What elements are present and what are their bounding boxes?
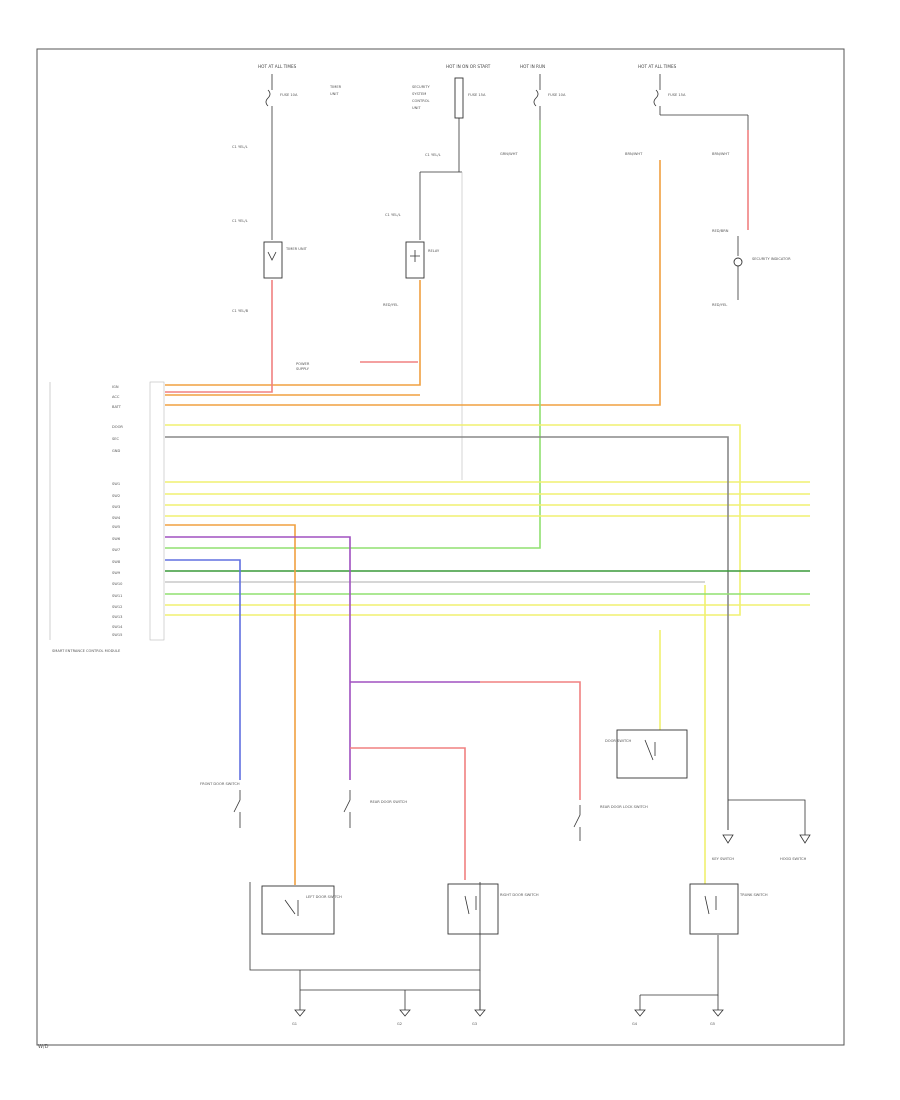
left-door-switch-label: LEFT DOOR SWITCH xyxy=(306,895,342,899)
ground-g3: G3 xyxy=(472,1009,486,1026)
front-door-switch-label: FRONT DOOR SWITCH xyxy=(200,782,240,786)
front-door-switch: FRONT DOOR SWITCH xyxy=(200,782,241,828)
svg-text:SW13: SW13 xyxy=(112,615,122,619)
svg-text:G1: G1 xyxy=(292,1022,297,1026)
fuse-label-4: FUSE 15A xyxy=(668,93,686,97)
svg-text:C1 YEL/L: C1 YEL/L xyxy=(232,145,248,149)
svg-text:TIMER: TIMER xyxy=(329,85,342,89)
svg-text:C1 YEL/B: C1 YEL/B xyxy=(232,309,249,313)
svg-text:POWER: POWER xyxy=(296,362,310,366)
security-indicator: RED/BRN SECURITY INDICATOR RED/YEL xyxy=(712,229,791,307)
svg-text:GND: GND xyxy=(112,449,120,453)
top-supply-1: HOT AT ALL TIMES FUSE 10A C1 YEL/L C1 YE… xyxy=(232,64,342,240)
timer-unit-label: TIMER UNIT xyxy=(285,247,308,251)
svg-text:C1 YEL/L: C1 YEL/L xyxy=(425,153,441,157)
page-footer: W/D xyxy=(38,1044,49,1050)
svg-text:BATT: BATT xyxy=(112,405,122,409)
svg-text:SW9: SW9 xyxy=(112,571,121,575)
svg-text:SUPPLY: SUPPLY xyxy=(296,367,310,371)
hood-switch-label: HOOD SWITCH xyxy=(780,857,807,861)
svg-text:ACC: ACC xyxy=(112,395,120,399)
svg-text:SW2: SW2 xyxy=(112,494,120,498)
door-switch-label: DOOR SWITCH xyxy=(605,739,631,743)
svg-text:BRN/WHT: BRN/WHT xyxy=(625,152,643,156)
svg-text:SW4: SW4 xyxy=(112,516,121,520)
svg-text:SW7: SW7 xyxy=(112,548,120,552)
supply-label-4: HOT AT ALL TIMES xyxy=(638,64,677,69)
svg-text:RED/YEL: RED/YEL xyxy=(383,303,398,307)
svg-text:RED/BRN: RED/BRN xyxy=(712,229,729,233)
ground-g4: G4 xyxy=(632,1009,646,1026)
svg-text:DOOR: DOOR xyxy=(112,425,123,429)
svg-text:UNIT: UNIT xyxy=(412,106,421,110)
key-switch-label: KEY SWITCH xyxy=(712,857,734,861)
svg-text:C1 YEL/L: C1 YEL/L xyxy=(232,219,248,223)
svg-text:C1 YEL/L: C1 YEL/L xyxy=(385,213,401,217)
svg-text:SW14: SW14 xyxy=(112,625,123,629)
supply-label-3: HOT IN RUN xyxy=(520,64,545,69)
top-supply-4: HOT AT ALL TIMES FUSE 15A BRN/WHT BRN/WH… xyxy=(625,64,749,156)
svg-text:SW8: SW8 xyxy=(112,560,121,564)
fuse-label-3: FUSE 10A xyxy=(548,93,566,97)
timer-unit: TIMER UNIT C1 YEL/B xyxy=(232,241,308,313)
svg-text:G4: G4 xyxy=(632,1022,638,1026)
svg-text:BRN/WHT: BRN/WHT xyxy=(712,152,730,156)
fuse-label-2: FUSE 15A xyxy=(468,93,486,97)
svg-text:SECURITY: SECURITY xyxy=(412,85,430,89)
hood-switch: HOOD SWITCH xyxy=(780,857,807,861)
svg-text:SW10: SW10 xyxy=(112,582,123,586)
svg-text:SW15: SW15 xyxy=(112,633,122,637)
svg-text:G3: G3 xyxy=(472,1022,477,1026)
fuse-label-1: FUSE 10A xyxy=(280,93,298,97)
svg-text:SW1: SW1 xyxy=(112,482,120,486)
right-door-switch: RIGHT DOOR SWITCH xyxy=(447,883,539,935)
rear-door-lock-switch: REAR DOOR LOCK SWITCH xyxy=(573,805,648,841)
right-door-switch-label: RIGHT DOOR SWITCH xyxy=(500,893,539,897)
svg-text:IGN: IGN xyxy=(112,385,119,389)
supply-label-1: HOT AT ALL TIMES xyxy=(258,64,297,69)
svg-text:GRN/WHT: GRN/WHT xyxy=(500,152,518,156)
security-indicator-label: SECURITY INDICATOR xyxy=(752,257,791,261)
svg-text:SYSTEM: SYSTEM xyxy=(412,92,426,96)
svg-text:G2: G2 xyxy=(397,1022,402,1026)
svg-text:G5: G5 xyxy=(710,1022,715,1026)
door-switch: DOOR SWITCH xyxy=(605,729,688,779)
svg-text:SW12: SW12 xyxy=(112,605,122,609)
top-supply-3: HOT IN RUN FUSE 10A GRN/WHT xyxy=(500,64,566,156)
trunk-switch-label: TRUNK SWITCH xyxy=(739,893,768,897)
svg-text:RED/YEL: RED/YEL xyxy=(712,303,727,307)
ground-g1: G1 xyxy=(292,1009,306,1026)
rear-door-switch: REAR DOOR SWITCH xyxy=(343,790,407,828)
ground-g5: G5 xyxy=(710,1009,724,1026)
relay-label: RELAY xyxy=(428,249,440,253)
relay: RELAY RED/YEL xyxy=(383,241,440,307)
trunk-switch: TRUNK SWITCH xyxy=(689,883,768,935)
control-module-label: SMART ENTRANCE CONTROL MODULE xyxy=(52,649,121,653)
diagram-border xyxy=(36,48,845,1046)
top-supply-2: HOT IN ON OR START FUSE 15A SECURITY SYS… xyxy=(385,64,491,480)
svg-text:SW6: SW6 xyxy=(112,537,121,541)
svg-text:SW11: SW11 xyxy=(112,594,122,598)
svg-text:SW5: SW5 xyxy=(112,525,120,529)
supply-label-2: HOT IN ON OR START xyxy=(446,64,491,69)
left-door-switch: LEFT DOOR SWITCH xyxy=(261,885,342,935)
control-module: SMART ENTRANCE CONTROL MODULE IGN ACC BA… xyxy=(49,381,165,653)
key-switch: KEY SWITCH xyxy=(712,799,811,861)
svg-text:UNIT: UNIT xyxy=(330,92,339,96)
ground-g2: G2 xyxy=(397,1009,411,1026)
svg-text:SEC: SEC xyxy=(112,437,120,441)
svg-text:CONTROL: CONTROL xyxy=(412,99,430,103)
rear-door-switch-label: REAR DOOR SWITCH xyxy=(370,800,407,804)
svg-text:SW3: SW3 xyxy=(112,505,120,509)
rear-door-lock-switch-label: REAR DOOR LOCK SWITCH xyxy=(600,805,648,809)
